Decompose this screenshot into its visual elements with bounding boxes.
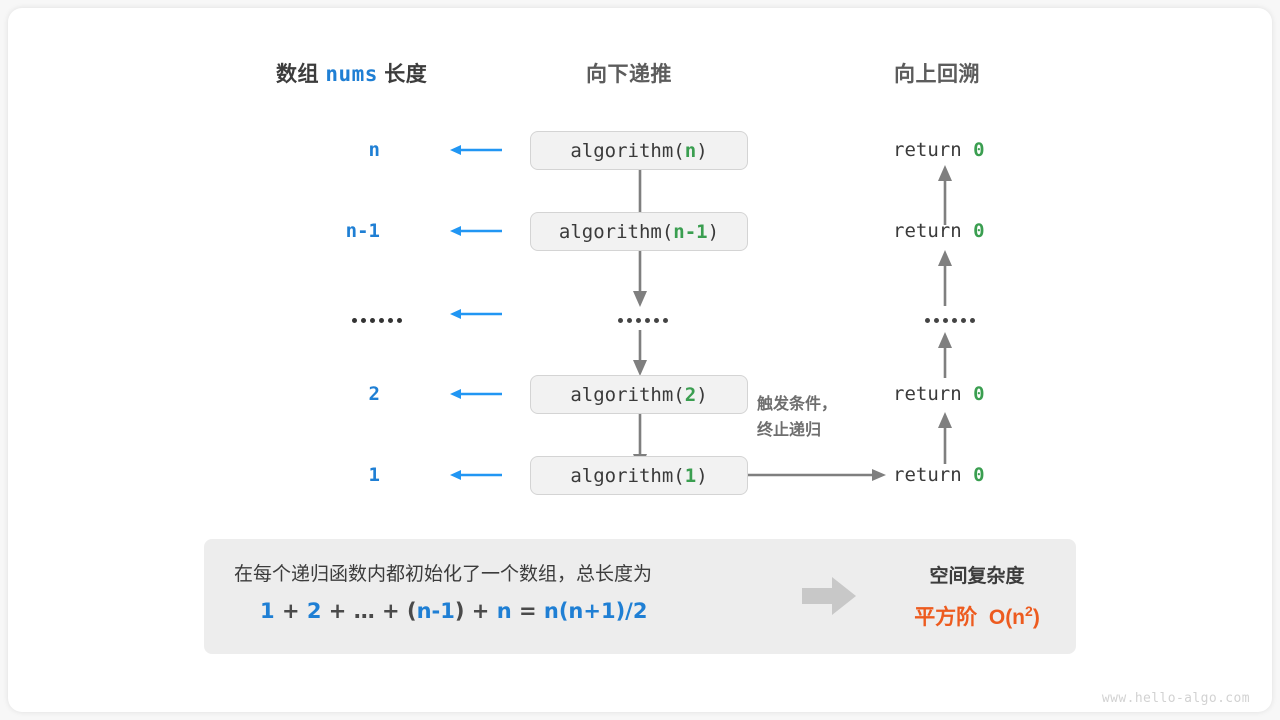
blue-left-arrow-row-3: [448, 386, 504, 402]
formula-op-1: +: [281, 599, 300, 623]
function-box-row-3: algorithm(2): [530, 375, 748, 414]
formula-ellipsis: …: [353, 599, 375, 623]
watermark: www.hello-algo.com: [1101, 691, 1250, 706]
return-value-1: 0: [973, 220, 985, 242]
return-keyword-4: return: [893, 464, 962, 486]
function-call-suffix-1: ): [707, 220, 720, 243]
formula-op-4: +: [471, 599, 490, 623]
function-call-prefix-4: algorithm(: [570, 464, 685, 487]
blue-left-arrow-row-4: [448, 467, 504, 483]
summary-panel: 在每个递归函数内都初始化了一个数组，总长度为 1 + 2 + … + (n-1)…: [204, 539, 1076, 654]
formula-term-5: n: [496, 599, 512, 623]
complexity-exponent: 2: [1025, 603, 1033, 619]
function-call-prefix-0: algorithm(: [570, 139, 685, 162]
return-value-4: 0: [973, 464, 985, 486]
formula-result: n(n+1)/2: [543, 599, 648, 623]
return-label-row-3: return 0: [893, 383, 985, 405]
return-keyword-0: return: [893, 139, 962, 161]
return-keyword-3: return: [893, 383, 962, 405]
return-keyword-1: return: [893, 220, 962, 242]
formula-op-2: +: [328, 599, 347, 623]
header-left-column: 数组 nums 长度: [276, 58, 427, 88]
summary-right-arrow-icon: [800, 573, 858, 624]
function-call-suffix-3: ): [696, 383, 708, 406]
formula-term-4: n-1: [416, 599, 455, 623]
formula-term-1: 1: [260, 599, 275, 623]
function-call-suffix-4: ): [696, 464, 708, 487]
blue-left-arrow-row-1: [448, 223, 504, 239]
termination-note: 触发条件， 终止递归: [757, 392, 837, 444]
summary-formula: 1 + 2 + … + (n-1) + n = n(n+1)/2: [260, 599, 647, 623]
complexity-label: 平方阶: [914, 606, 978, 629]
header-left-code: nums: [325, 62, 378, 86]
formula-term-2: 2: [306, 599, 322, 623]
header-right-column: 向上回溯: [894, 63, 980, 86]
up-arrow-3: [928, 410, 962, 469]
formula-lparen: (: [406, 599, 417, 623]
function-call-arg-4: 1: [684, 464, 697, 487]
function-box-row-2-dots: [618, 318, 668, 323]
return-value-3: 0: [973, 383, 985, 405]
return-label-row-0: return 0: [893, 139, 985, 161]
header-left-suffix: 长度: [384, 63, 428, 86]
length-label-row-2-dots: [352, 318, 402, 323]
down-arrow-1: [623, 251, 657, 314]
return-label-row-4: return 0: [893, 464, 985, 486]
up-arrow-2: [928, 330, 962, 383]
function-box-row-4: algorithm(1): [530, 456, 748, 495]
return-label-row-2-dots: [925, 318, 975, 323]
function-call-arg-0: n: [684, 139, 697, 162]
up-arrow-1: [928, 248, 962, 311]
function-box-row-0: algorithm(n): [530, 131, 748, 170]
blue-left-arrow-row-2: [448, 306, 504, 322]
function-box-row-1: algorithm(n-1): [530, 212, 748, 251]
function-call-arg-3: 2: [684, 383, 697, 406]
summary-complexity-title: 空间复杂度: [929, 566, 1025, 587]
length-label-row-1: n-1: [345, 220, 380, 242]
function-call-suffix-0: ): [696, 139, 708, 162]
formula-rparen: ): [454, 599, 465, 623]
complexity-notation-close: ): [1032, 606, 1040, 629]
blue-left-arrow-row-0: [448, 142, 504, 158]
length-label-row-3: 2: [368, 383, 380, 405]
function-call-prefix-3: algorithm(: [570, 383, 685, 406]
base-case-right-arrow: [748, 467, 888, 488]
header-left-prefix: 数组: [276, 63, 319, 86]
length-label-row-4: 1: [368, 464, 380, 486]
length-label-row-0: n: [368, 139, 380, 161]
header-middle-column: 向下递推: [586, 63, 672, 86]
return-value-0: 0: [973, 139, 985, 161]
summary-complexity-value: 平方阶 O(n2): [892, 601, 1062, 631]
down-arrow-2: [623, 330, 657, 383]
formula-equals: =: [518, 599, 537, 623]
complexity-notation: O(n: [988, 606, 1026, 629]
termination-note-line-1: 触发条件，: [757, 396, 838, 413]
summary-description: 在每个递归函数内都初始化了一个数组，总长度为: [234, 564, 653, 585]
termination-note-line-2: 终止递归: [757, 422, 822, 439]
up-arrow-0: [928, 163, 962, 230]
function-call-prefix-1: algorithm(: [558, 220, 674, 243]
formula-op-3: +: [382, 599, 400, 623]
return-label-row-1: return 0: [893, 220, 985, 242]
function-call-arg-1: n-1: [673, 220, 708, 243]
